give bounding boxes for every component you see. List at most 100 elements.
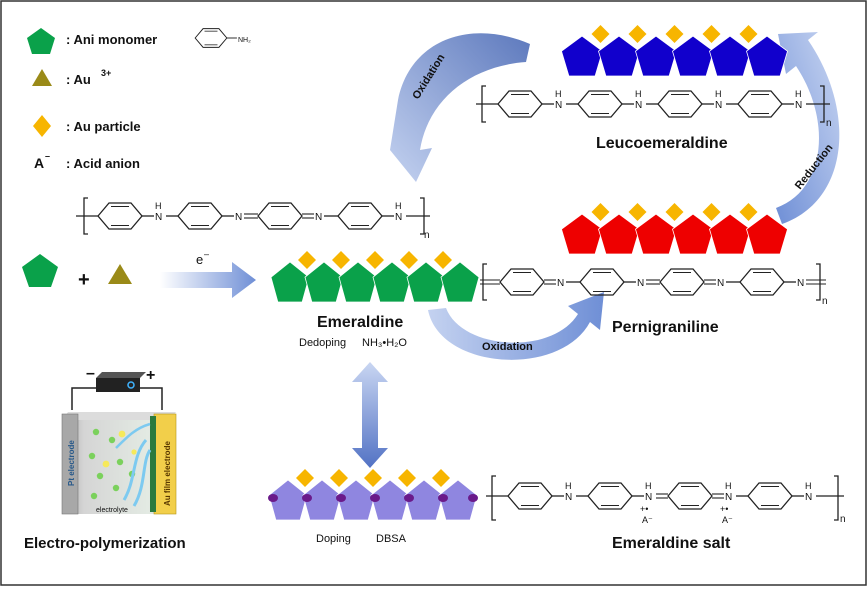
acid-anion-dot (302, 494, 312, 502)
reactant-au3-triangle-icon (108, 264, 132, 284)
legend-ani-label: : Ani monomer (66, 32, 157, 47)
reactant-ani-pentagon-icon (22, 254, 58, 287)
leuco-h1: H (555, 89, 562, 99)
au-particle-diamond (628, 25, 647, 43)
acid-anion-dot (468, 494, 478, 502)
polymer-pentagon (270, 261, 310, 303)
au-particle-diamond (432, 469, 450, 487)
leuco-n4: N (795, 100, 802, 111)
polymer-pentagon (598, 35, 640, 77)
polymer-pentagon (561, 213, 603, 255)
polymer-pentagon (709, 213, 751, 255)
leuco-h4: H (795, 89, 802, 99)
polymer-pentagon (302, 479, 342, 521)
polymer-pentagon (336, 479, 376, 521)
legend-au3-label: : Au (66, 72, 91, 87)
leuco-h2: H (635, 89, 642, 99)
leucoemeraldine-polymer (561, 25, 788, 77)
electron-sup: – (204, 249, 209, 259)
pt-electrode-label: Pt electrode (67, 440, 76, 486)
polymer-pentagon (635, 213, 677, 255)
polymer-pentagon (561, 35, 603, 77)
au-particle-diamond (739, 203, 758, 221)
legend-anion-label: : Acid anion (66, 156, 140, 171)
doping-double-arrow (352, 362, 388, 468)
salt-n3: N (725, 492, 732, 503)
au-particle-diamond (702, 203, 721, 221)
acid-anion-dot (404, 494, 414, 502)
legend-au3-sup: 3+ (101, 68, 111, 78)
au-particle-diamond (398, 469, 416, 487)
au-particle-diamond (330, 469, 348, 487)
pernigraniline-title: Pernigraniline (612, 319, 719, 336)
leucoemeraldine-title: Leucoemeraldine (596, 135, 728, 152)
polymer-pentagon (404, 479, 444, 521)
legend-anion-symbol: A (34, 155, 44, 171)
salt-h4: H (805, 481, 812, 491)
leuco-h3: H (715, 89, 722, 99)
emer-n1: N (155, 212, 162, 223)
emeraldine-salt-polymer (268, 469, 478, 521)
au-particle-diamond (702, 25, 721, 43)
au-particle-diamond (628, 203, 647, 221)
polymer-pentagon (746, 213, 788, 255)
au-particle-diamond (591, 25, 610, 43)
salt-radical-2: +• (720, 504, 728, 514)
salt-n1: N (565, 492, 572, 503)
legend-anion-sup: – (45, 151, 50, 161)
leucoemeraldine-structure: N H N H N H N H n (476, 85, 832, 129)
polymer-pentagon (406, 261, 446, 303)
salt-radical-1: +• (640, 504, 648, 514)
leuco-n-subscript: n (826, 118, 832, 129)
au-particle-diamond (591, 203, 610, 221)
perni-n1: N (557, 278, 564, 289)
au-particle-diamond (296, 469, 314, 487)
legend: : Ani monomer NH₂ : Au 3+ : Au particle … (27, 28, 251, 171)
salt-n4: N (805, 492, 812, 503)
legend-au-particle-label: : Au particle (66, 119, 141, 134)
emeraldine-salt-structure: N H N H +• A⁻ N H +• A⁻ N H n (486, 475, 846, 525)
polymer-pentagon (370, 479, 410, 521)
salt-h1: H (565, 481, 572, 491)
polymer-pentagon (304, 261, 344, 303)
acid-anion-dot (370, 494, 380, 502)
polymer-pentagon (672, 213, 714, 255)
polymer-pentagon (268, 479, 308, 521)
aniline-structure-icon (194, 28, 237, 48)
perni-n3: N (717, 278, 724, 289)
au-particle-diamond (332, 251, 350, 269)
ani-monomer-pentagon-icon (27, 28, 55, 54)
salt-n-subscript: n (840, 514, 846, 525)
nh3-label: NH₃•H₂O (362, 337, 407, 349)
cell-minus: – (86, 365, 95, 382)
emer-h1: H (155, 201, 162, 211)
au3-triangle-icon (32, 69, 52, 86)
perni-n4: N (797, 278, 804, 289)
emeraldine-structure: N H N N N H n (76, 197, 430, 241)
polymer-pentagon (635, 35, 677, 77)
au-particle-diamond (366, 251, 384, 269)
salt-h3: H (725, 481, 732, 491)
polymer-pentagon (338, 261, 378, 303)
power-supply (96, 372, 146, 392)
polymer-pentagon (746, 35, 788, 77)
polymer-pentagon (672, 35, 714, 77)
electron-arrow (160, 262, 256, 298)
emeraldine-title: Emeraldine (317, 314, 403, 331)
emer-n4: N (395, 212, 402, 223)
salt-anion-1: A⁻ (642, 515, 653, 525)
acid-anion-dot (438, 494, 448, 502)
polymer-pentagon (372, 261, 412, 303)
pernigraniline-polymer (561, 203, 788, 255)
polymer-pentagon (440, 261, 480, 303)
electro-cell: – + Pt electrode Au film electrode (61, 365, 177, 515)
cell-plus: + (146, 367, 155, 384)
au-particle-diamond (434, 251, 452, 269)
emer-n3: N (315, 212, 322, 223)
legend-nh2-label: NH₂ (238, 37, 251, 44)
dedoping-label: Dedoping (299, 337, 346, 349)
polymer-pentagon (598, 213, 640, 255)
